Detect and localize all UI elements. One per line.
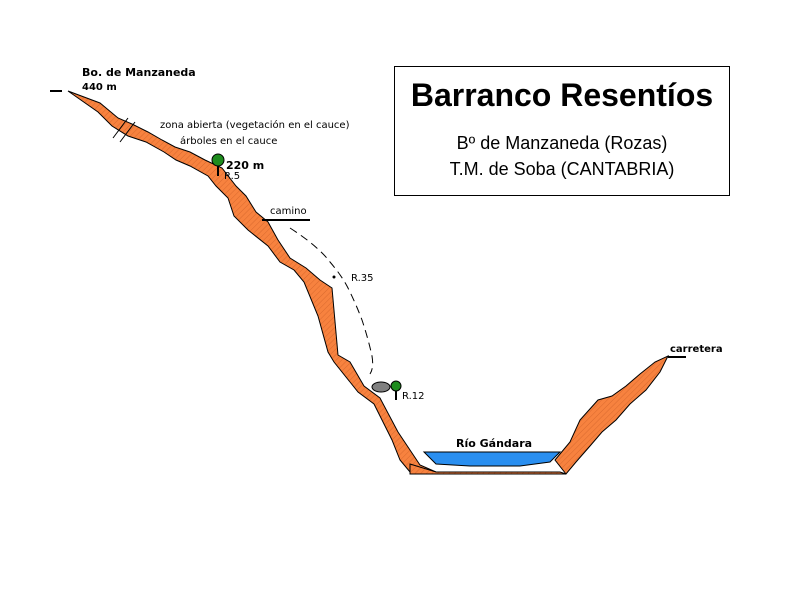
title-box: Barranco Resentíos Bº de Manzaneda (Roza… — [394, 66, 730, 196]
rappel-12-label: R.12 — [402, 391, 425, 402]
trees-in-channel-label: árboles en el cauce — [180, 136, 278, 147]
river-name-label: Río Gándara — [456, 437, 533, 450]
start-altitude-label: 440 m — [82, 82, 117, 93]
left-rock-wall — [67, 90, 437, 473]
altitude-220-label: 220 m — [226, 159, 265, 172]
river-water — [422, 451, 562, 467]
diagram-title: Barranco Resentíos — [410, 77, 714, 113]
start-name-label: Bo. de Manzaneda — [82, 66, 196, 79]
rappel-35-label: R.35 — [351, 273, 374, 284]
road-label: carretera — [670, 344, 723, 355]
anchor-point — [332, 275, 336, 279]
break-mark-1 — [112, 117, 129, 139]
canyon-floor — [409, 463, 567, 475]
tree-icon-220 — [211, 153, 225, 167]
path-label: camino — [270, 206, 307, 217]
subtitle-location: Bº de Manzaneda (Rozas) — [456, 133, 668, 153]
open-zone-label: zona abierta (vegetación en el cauce) — [160, 120, 350, 131]
walking-path — [289, 227, 374, 375]
boulder-icon — [371, 381, 391, 393]
right-rock-wall — [554, 354, 670, 475]
tree-icon-r12 — [390, 380, 402, 392]
rappel-5-label: R.5 — [224, 171, 241, 182]
break-mark-2 — [119, 121, 136, 143]
subtitle-municipality: T.M. de Soba (CANTABRIA) — [449, 159, 675, 179]
